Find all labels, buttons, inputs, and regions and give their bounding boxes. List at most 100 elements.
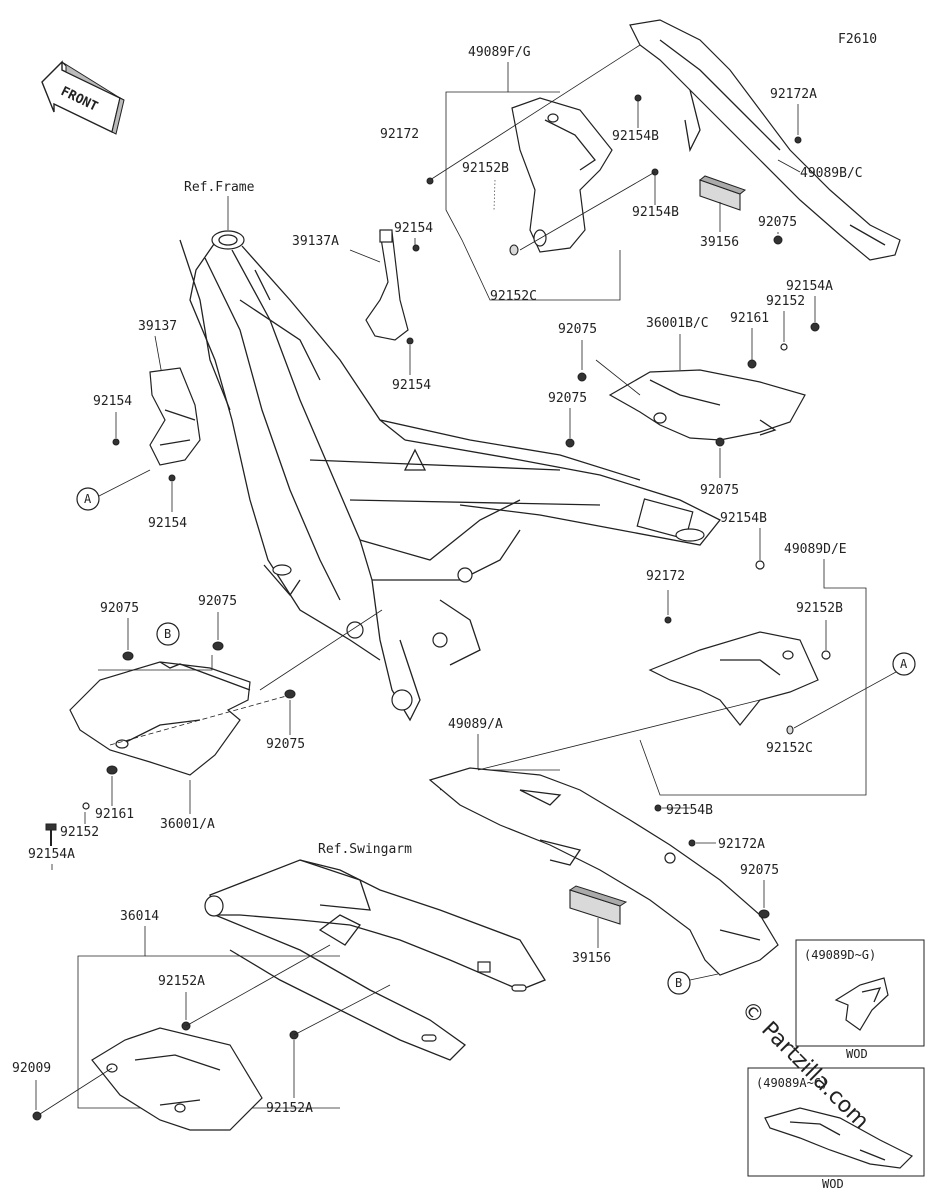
label-92154b-low: 92154B xyxy=(666,803,713,818)
label-39137a: 39137A xyxy=(292,234,339,249)
callout-b-right-marker: B xyxy=(667,971,691,995)
label-92154-left: 92154 xyxy=(93,394,132,409)
label-92009: 92009 xyxy=(12,1061,51,1076)
screw-92172a-low-icon xyxy=(688,839,696,847)
bracket-39137a-drawing xyxy=(365,229,409,341)
inset-box-top: (49089D~G) WOD xyxy=(795,939,925,1061)
label-92075-a: 92075 xyxy=(558,322,597,337)
label-92152c-mid: 92152C xyxy=(766,741,813,756)
label-92075-top: 92075 xyxy=(758,215,797,230)
svg-text:A: A xyxy=(900,657,908,671)
label-92075-l1: 92075 xyxy=(100,601,139,616)
bolt-92154b-low-icon xyxy=(654,804,662,812)
grommet-92075-low-icon xyxy=(758,909,770,919)
cowl-49089a-drawing xyxy=(428,767,779,976)
swingarm-drawing xyxy=(204,859,546,1061)
screw-92172a-top-icon xyxy=(794,136,802,144)
label-92161-top: 92161 xyxy=(730,311,769,326)
grommet-92075-l1-icon xyxy=(122,651,134,661)
label-92154b-mid: 92154B xyxy=(720,511,767,526)
label-36014: 36014 xyxy=(120,909,159,924)
svg-text:WOD: WOD xyxy=(846,1047,868,1061)
label-92152c-top: 92152C xyxy=(490,289,537,304)
label-92154b-top2: 92154B xyxy=(632,205,679,220)
collar-92152c-top-icon xyxy=(509,244,519,256)
label-92172-mid: 92172 xyxy=(646,569,685,584)
pad-39156-low-drawing xyxy=(568,885,628,925)
callout-a-left-marker: A xyxy=(76,487,100,511)
label-92154a-l: 92154A xyxy=(28,847,75,862)
grommet-92075-l2-icon xyxy=(212,641,224,651)
bolt-92154b-top1-icon xyxy=(634,94,642,102)
label-39156-top: 39156 xyxy=(700,235,739,250)
label-92075-b: 92075 xyxy=(548,391,587,406)
label-92154-lower: 92154 xyxy=(148,516,187,531)
bracket-49089fg-leader xyxy=(445,62,621,301)
grommet-92161-l-icon xyxy=(106,765,118,775)
chainguard-36014-drawing xyxy=(91,1027,263,1131)
label-39156-low: 39156 xyxy=(572,951,611,966)
svg-text:(49089D~G): (49089D~G) xyxy=(804,948,876,962)
main-frame-drawing xyxy=(179,230,722,722)
label-92075-l2: 92075 xyxy=(198,594,237,609)
bracket-49089de-drawing xyxy=(648,631,819,726)
label-92075-low: 92075 xyxy=(740,863,779,878)
label-36001a: 36001/A xyxy=(160,817,215,832)
bolt-92154-mid-icon xyxy=(406,337,414,345)
bolt-92154a-top-icon xyxy=(810,322,820,332)
callout-a-right-marker: A xyxy=(892,652,916,676)
cover-49089bc-drawing xyxy=(629,19,901,261)
label-49089fg: 49089F/G xyxy=(468,45,531,60)
bolt-92154-left-icon xyxy=(112,438,120,446)
callout-b-left-marker: B xyxy=(156,622,180,646)
grommet-92075-c-icon xyxy=(715,437,725,447)
label-92172a-top: 92172A xyxy=(770,87,817,102)
label-92152-top: 92152 xyxy=(766,294,805,309)
label-92172a-low: 92172A xyxy=(718,837,765,852)
label-92152a-2: 92152A xyxy=(266,1101,313,1116)
label-92152a-1: 92152A xyxy=(158,974,205,989)
label-92172-top: 92172 xyxy=(380,127,419,142)
figure-code: F2610 xyxy=(838,32,877,47)
screw-92172-mid-icon xyxy=(664,616,672,624)
bolt-92154b-mid-icon xyxy=(755,560,765,570)
label-92154a-top: 92154A xyxy=(786,279,833,294)
label-92154-mid: 92154 xyxy=(392,378,431,393)
panel-36001bc-drawing xyxy=(608,369,806,441)
bracket-39137-drawing xyxy=(149,367,201,466)
label-92152-l: 92152 xyxy=(60,825,99,840)
collar-92152-l-icon xyxy=(82,802,90,810)
bolt-92154a-l-icon xyxy=(45,823,57,846)
bolt-92154-top-icon xyxy=(412,244,420,252)
svg-text:WOD: WOD xyxy=(822,1177,844,1191)
grommet-92161-top-icon xyxy=(747,359,757,369)
ref-swingarm-label: Ref.Swingarm xyxy=(318,842,412,857)
svg-text:B: B xyxy=(164,627,171,641)
grommet-92075-top-icon xyxy=(773,235,783,245)
label-49089a: 49089/A xyxy=(448,717,503,732)
pad-39156-top-drawing xyxy=(698,175,747,211)
svg-text:(49089A~C): (49089A~C) xyxy=(756,1076,828,1090)
label-36001bc: 36001B/C xyxy=(646,316,709,331)
inset-box-bottom: (49089A~C) WOD xyxy=(747,1067,925,1191)
collar-92152-top-icon xyxy=(780,343,788,351)
label-92075-l3: 92075 xyxy=(266,737,305,752)
grommet-92075-a-icon xyxy=(577,372,587,382)
svg-text:A: A xyxy=(84,492,92,506)
grommet-92075-l3-icon xyxy=(284,689,296,699)
ref-frame-label: Ref.Frame xyxy=(184,180,255,195)
label-92075-c: 92075 xyxy=(700,483,739,498)
label-49089bc: 49089B/C xyxy=(800,166,863,181)
svg-text:B: B xyxy=(675,976,682,990)
bolt-92009-icon xyxy=(32,1111,42,1121)
screw-92172-top-icon xyxy=(426,177,434,185)
bolt-92154-lower-icon xyxy=(168,474,176,482)
label-92152b-top: 92152B xyxy=(462,161,509,176)
label-92154b-top1: 92154B xyxy=(612,129,659,144)
panel-36001a-drawing xyxy=(69,661,291,776)
collar-92152b-mid-icon xyxy=(821,650,831,660)
grommet-92075-b-icon xyxy=(565,438,575,448)
label-92161-l: 92161 xyxy=(95,807,134,822)
label-92152b-mid: 92152B xyxy=(796,601,843,616)
